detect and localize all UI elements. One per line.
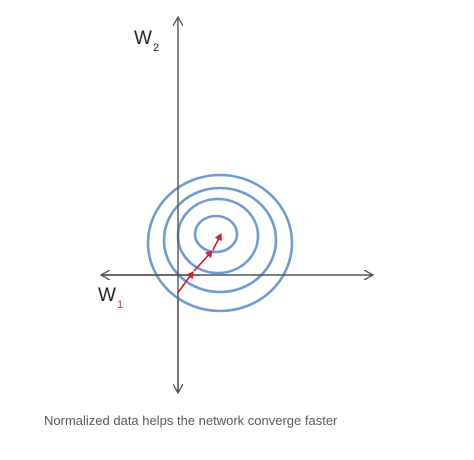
contour-ring-inner (193, 214, 239, 254)
x-axis-label: W1 (98, 285, 123, 311)
contour-ring-2 (176, 197, 260, 275)
gradient-step-2 (193, 250, 213, 272)
y-axis-label: W2 (134, 28, 159, 54)
contour-ring-3 (162, 186, 278, 294)
figure-caption: Normalized data helps the network conver… (44, 413, 338, 428)
contour-ring-outer (146, 173, 294, 313)
gradient-step-3 (212, 233, 222, 251)
loss-contour-diagram: W2 W1 (98, 0, 474, 400)
gradient-step-1 (176, 271, 194, 295)
